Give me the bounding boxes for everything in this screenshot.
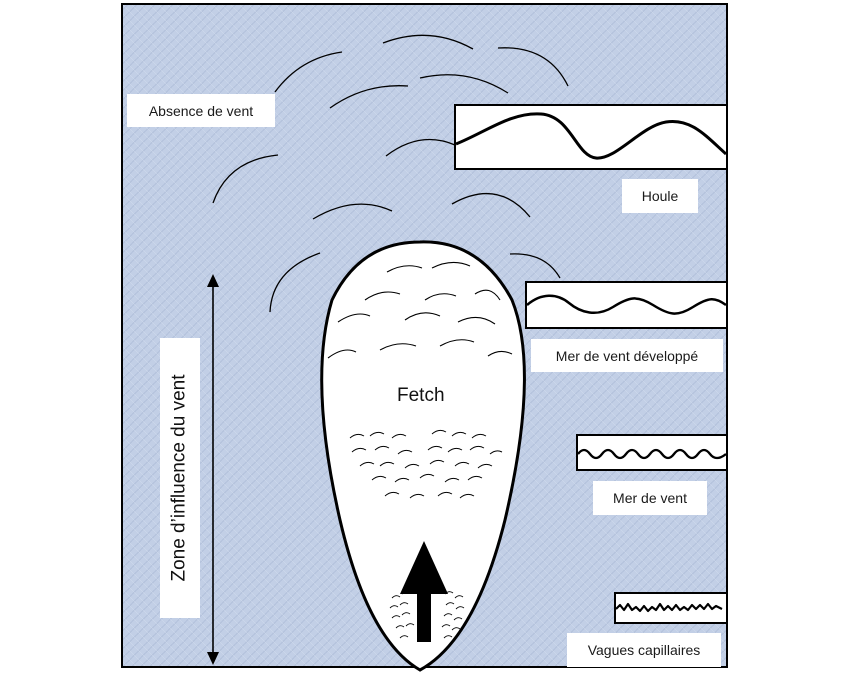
wind-sea-wave-box (576, 434, 728, 471)
swell-wave-box (454, 104, 728, 170)
label-houle: Houle (622, 179, 698, 213)
capillary-wave-box (614, 592, 728, 624)
label-fetch: Fetch (397, 385, 445, 406)
label-absence-de-vent: Absence de vent (127, 94, 275, 127)
label-vagues-capillaires: Vagues capillaires (567, 633, 721, 667)
label-zone-influence-du-vent: Zone d’influence du vent (160, 338, 200, 618)
label-mer-de-vent-developpe: Mer de vent développé (531, 339, 723, 372)
label-mer-de-vent: Mer de vent (593, 481, 707, 515)
developed-wind-sea-wave-box (525, 281, 728, 329)
